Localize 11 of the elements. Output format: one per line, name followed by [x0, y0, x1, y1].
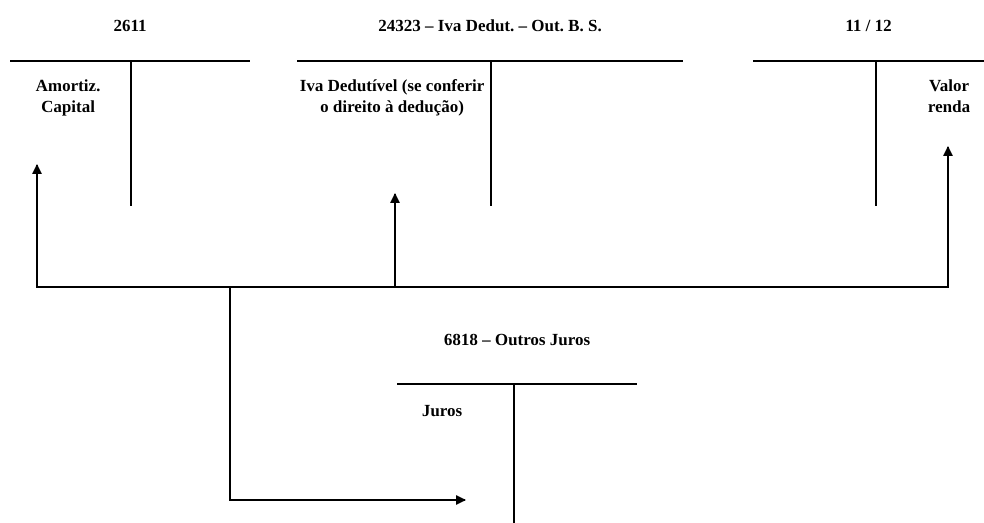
- account-entry: Juros: [407, 400, 477, 430]
- arrow: [32, 164, 230, 288]
- account-entry: Iva Dedutível (se conferir o direito à dedução): [297, 75, 487, 194]
- account-title: 6818 – Outros Juros: [442, 330, 592, 350]
- account-title: 2611: [112, 16, 148, 36]
- account-entry: Amortiz. Capital: [10, 75, 126, 165]
- account-title: 11 / 12: [844, 16, 893, 36]
- t-account: [297, 16, 683, 206]
- account-entry: Valor renda: [917, 75, 981, 147]
- account-title: 24323 – Iva Dedut. – Out. B. S.: [377, 16, 603, 36]
- arrow: [229, 287, 466, 505]
